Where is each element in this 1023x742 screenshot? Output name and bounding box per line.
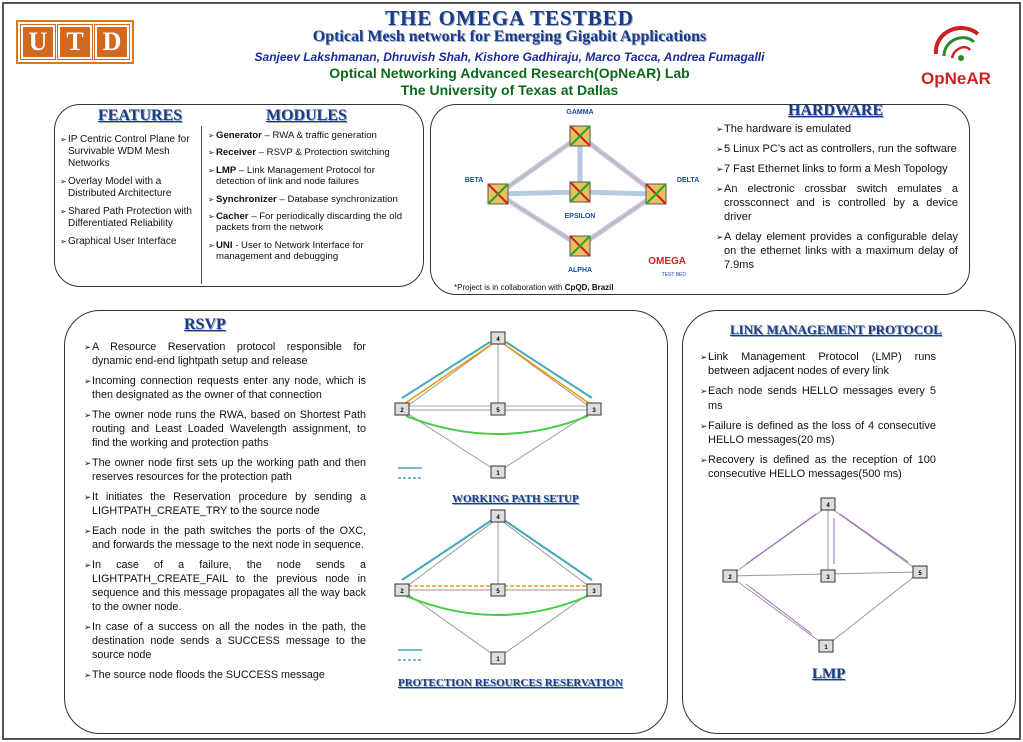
list-item: In case of a success on all the nodes in… xyxy=(84,620,366,662)
node-label: 4 xyxy=(826,503,830,509)
collaboration-note: *Project is in collaboration with CpQD, … xyxy=(454,283,614,292)
node-label: ALPHA xyxy=(568,267,592,274)
omega-brand: OMEGA xyxy=(648,256,686,267)
list-item: In case of a failure, the node sends a L… xyxy=(84,558,366,614)
features-heading: FEATURES xyxy=(98,107,183,124)
node-label: 3 xyxy=(826,575,830,581)
list-item: A Resource Reservation protocol responsi… xyxy=(84,340,366,368)
module-name: Receiver xyxy=(216,147,257,159)
list-item: Generator – RWA & traffic generation xyxy=(208,130,406,142)
module-name: LMP xyxy=(216,164,237,176)
list-item: IP Centric Control Plane for Survivable … xyxy=(60,134,200,170)
omega-brand-sub: TEST BED xyxy=(662,272,687,278)
node-label: 3 xyxy=(592,408,596,414)
note-text: *Project is in collaboration with xyxy=(454,283,565,292)
opnear-logo-text: OpNeAR xyxy=(921,69,991,88)
protection-reservation-diagram: 4 2 5 3 1 xyxy=(394,509,602,665)
list-item: Recovery is defined as the reception of … xyxy=(700,453,936,481)
list-item: UNI - User to Network Interface for mana… xyxy=(208,240,406,263)
list-item: Each node sends HELLO messages every 5 m… xyxy=(700,384,936,412)
list-item: Failure is defined as the loss of 4 cons… xyxy=(700,419,936,447)
features-list: IP Centric Control Plane for Survivable … xyxy=(60,134,200,254)
poster-title: THE OMEGA TESTBED xyxy=(385,6,634,30)
node-label: EPSILON xyxy=(565,213,596,220)
list-item: Each node in the path switches the ports… xyxy=(84,524,366,552)
list-item: Link Management Protocol (LMP) runs betw… xyxy=(700,350,936,378)
omega-topology-diagram: GAMMA BETA DELTA EPSILON ALPHA OMEGA TES… xyxy=(465,109,699,278)
list-item: 7 Fast Ethernet links to form a Mesh Top… xyxy=(716,162,958,176)
protection-reservation-caption: PROTECTION RESOURCES RESERVATION xyxy=(398,677,623,689)
poster-subtitle: Optical Mesh network for Emerging Gigabi… xyxy=(312,28,707,45)
node-label: GAMMA xyxy=(566,109,593,116)
module-desc: – RWA & traffic generation xyxy=(261,130,377,141)
list-item: LMP – Link Management Protocol for detec… xyxy=(208,165,406,188)
module-name: Synchronizer xyxy=(216,193,277,205)
opnear-logo: OpNeAR xyxy=(921,26,991,88)
list-item: The owner node first sets up the working… xyxy=(84,456,366,484)
node-label: 2 xyxy=(728,575,732,581)
node-label: 2 xyxy=(400,589,404,595)
lmp-diagram: 4 2 3 5 1 xyxy=(722,497,928,653)
module-desc: - User to Network Interface for manageme… xyxy=(216,239,364,263)
lmp-heading: LINK MANAGEMENT PROTOCOL xyxy=(730,322,942,337)
utd-logo-letter: T xyxy=(57,24,93,60)
utd-logo-letter: U xyxy=(20,24,56,60)
node-label: 5 xyxy=(496,589,500,595)
list-item: Shared Path Protection with Differentiat… xyxy=(60,206,200,230)
lmp-list: Link Management Protocol (LMP) runs betw… xyxy=(700,350,936,488)
authors: Sanjeev Lakshmanan, Dhruvish Shah, Kisho… xyxy=(254,50,765,64)
node-label: 1 xyxy=(824,645,828,651)
list-item: Synchronizer – Database synchronization xyxy=(208,193,406,206)
features-divider xyxy=(201,126,202,284)
working-path-caption: WORKING PATH SETUP xyxy=(452,493,579,505)
topology-switch xyxy=(487,125,667,257)
module-desc: – For periodically discarding the old pa… xyxy=(216,211,403,234)
note-partner: CpQD, Brazil xyxy=(564,283,614,292)
module-desc: – RSVP & Protection switching xyxy=(256,147,390,159)
node-label: DELTA xyxy=(677,177,699,184)
node-label: 3 xyxy=(592,589,596,595)
list-item: Receiver – RSVP & Protection switching xyxy=(208,147,406,159)
node-label: 2 xyxy=(400,408,404,414)
module-name: Generator xyxy=(216,130,262,141)
list-item: The owner node runs the RWA, based on Sh… xyxy=(84,408,366,450)
list-item: Graphical User Interface xyxy=(60,236,200,248)
list-item: The hardware is emulated xyxy=(716,122,958,136)
module-desc: – Database synchronization xyxy=(276,193,398,205)
node-label: 4 xyxy=(496,515,500,521)
module-desc: – Link Management Protocol for detection… xyxy=(216,164,375,188)
modules-heading: MODULES xyxy=(266,107,347,124)
lmp-caption: LMP xyxy=(812,666,846,682)
list-item: A delay element provides a configurable … xyxy=(716,230,958,272)
utd-logo-letter: D xyxy=(94,24,130,60)
node-label: 5 xyxy=(918,571,922,577)
module-name: Cacher xyxy=(216,211,249,223)
node-label: 4 xyxy=(496,337,500,343)
module-name: UNI xyxy=(216,239,233,251)
rsvp-list: A Resource Reservation protocol responsi… xyxy=(84,340,366,688)
list-item: Incoming connection requests enter any n… xyxy=(84,374,366,402)
hardware-heading: HARDWARE xyxy=(788,102,884,119)
node-label: 5 xyxy=(496,408,500,414)
rsvp-heading: RSVP xyxy=(184,316,226,333)
modules-list: Generator – RWA & traffic generation Rec… xyxy=(208,130,406,269)
node-label: BETA xyxy=(465,177,484,184)
list-item: Cacher – For periodically discarding the… xyxy=(208,211,406,234)
list-item: Overlay Model with a Distributed Archite… xyxy=(60,176,200,200)
utd-logo: U T D xyxy=(16,20,134,64)
node-label: 1 xyxy=(496,471,500,477)
list-item: 5 Linux PC’s act as controllers, run the… xyxy=(716,142,958,156)
list-item: It initiates the Reservation procedure b… xyxy=(84,490,366,518)
node-label: 1 xyxy=(496,657,500,663)
lmp-panel xyxy=(682,310,1016,734)
lab-name: Optical Networking Advanced Research(OpN… xyxy=(329,65,690,81)
list-item: The source node floods the SUCCESS messa… xyxy=(84,668,366,682)
working-path-setup-diagram: 4 2 5 3 1 xyxy=(394,331,602,479)
list-item: An electronic crossbar switch emulates a… xyxy=(716,182,958,224)
hardware-list: The hardware is emulated 5 Linux PC’s ac… xyxy=(716,122,958,278)
university-name: The University of Texas at Dallas xyxy=(400,82,619,98)
